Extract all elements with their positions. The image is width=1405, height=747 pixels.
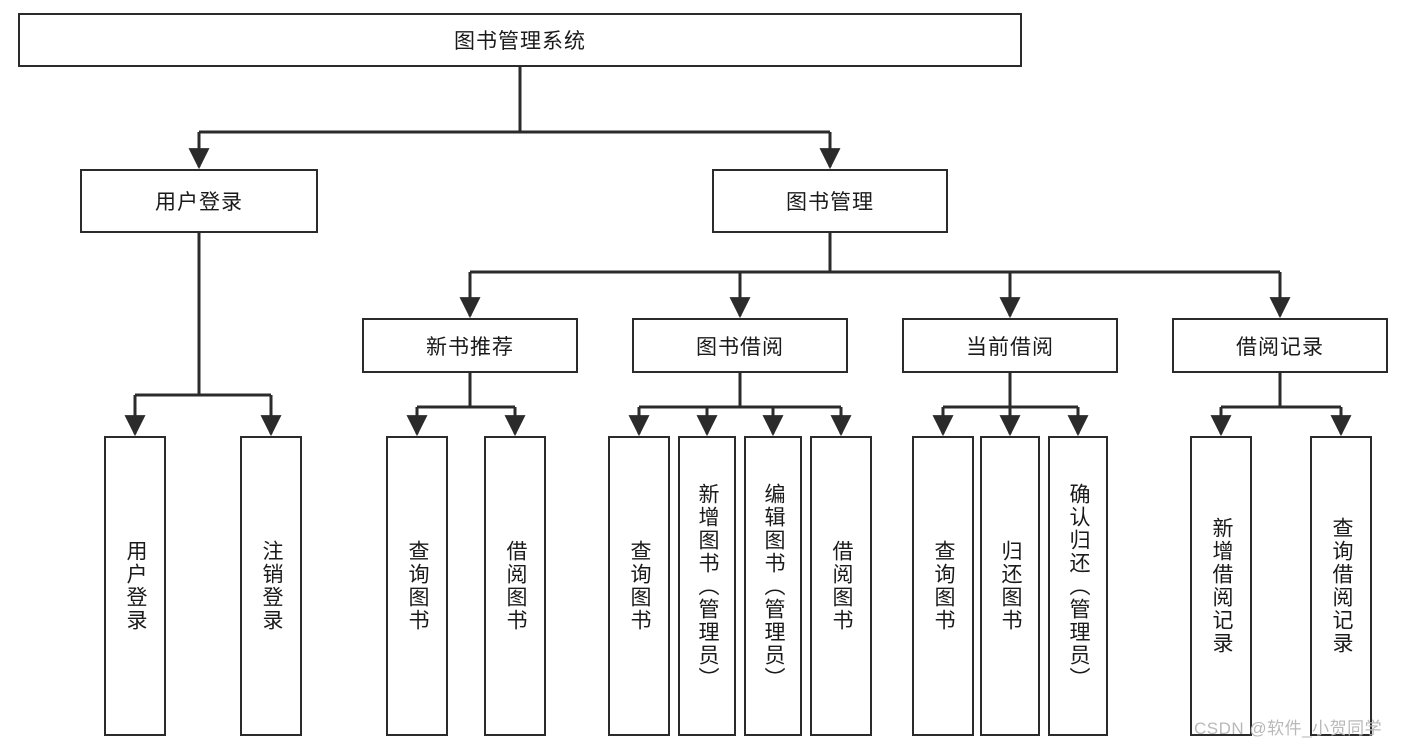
node-label: 图书管理系统 xyxy=(454,30,586,53)
node-label: 用户登录 xyxy=(155,191,243,214)
node-leaf-7[interactable]: 借阅图书 xyxy=(810,436,872,736)
node-label: 新增借阅记录 xyxy=(1210,517,1234,655)
node-label: 归还图书 xyxy=(999,540,1023,632)
node-leaf-11[interactable]: 新增借阅记录 xyxy=(1190,436,1252,736)
node-label: 新书推荐 xyxy=(426,335,514,359)
node-leaf-1[interactable]: 注销登录 xyxy=(240,436,302,736)
node-level3-0[interactable]: 新书推荐 xyxy=(362,318,578,373)
node-leaf-6[interactable]: 编辑图书（管理员） xyxy=(744,436,802,736)
node-label: 用户登录 xyxy=(124,540,148,632)
node-label: 借阅记录 xyxy=(1236,335,1324,359)
node-leaf-5[interactable]: 新增图书（管理员） xyxy=(678,436,736,736)
node-label: 借阅图书 xyxy=(830,540,854,632)
node-label: 注销登录 xyxy=(260,540,284,632)
node-label: 查询借阅记录 xyxy=(1330,517,1354,655)
node-leaf-12[interactable]: 查询借阅记录 xyxy=(1310,436,1372,736)
watermark-text: CSDN @软件_小贺同学 xyxy=(1194,719,1383,738)
node-label: 查询图书 xyxy=(932,540,956,632)
node-leaf-9[interactable]: 归还图书 xyxy=(980,436,1040,736)
node-leaf-10[interactable]: 确认归还（管理员） xyxy=(1048,436,1108,736)
node-label: 借阅图书 xyxy=(504,540,528,632)
node-leaf-3[interactable]: 借阅图书 xyxy=(484,436,546,736)
node-label: 新增图书（管理员） xyxy=(696,482,720,690)
node-root[interactable]: 图书管理系统 xyxy=(18,13,1022,67)
node-leaf-0[interactable]: 用户登录 xyxy=(104,436,166,736)
node-leaf-2[interactable]: 查询图书 xyxy=(386,436,448,736)
node-leaf-4[interactable]: 查询图书 xyxy=(608,436,670,736)
node-leaf-8[interactable]: 查询图书 xyxy=(912,436,974,736)
node-label: 图书管理 xyxy=(786,191,874,214)
node-label: 编辑图书（管理员） xyxy=(762,482,786,690)
node-label: 确认归还（管理员） xyxy=(1067,482,1091,690)
node-level2-1[interactable]: 图书管理 xyxy=(712,169,948,233)
node-level3-3[interactable]: 借阅记录 xyxy=(1172,318,1388,373)
node-label: 查询图书 xyxy=(406,540,430,632)
node-level2-0[interactable]: 用户登录 xyxy=(80,169,318,233)
node-level3-2[interactable]: 当前借阅 xyxy=(902,318,1118,373)
node-level3-1[interactable]: 图书借阅 xyxy=(632,318,848,373)
node-label: 当前借阅 xyxy=(966,335,1054,359)
node-label: 查询图书 xyxy=(628,540,652,632)
node-label: 图书借阅 xyxy=(696,335,784,359)
